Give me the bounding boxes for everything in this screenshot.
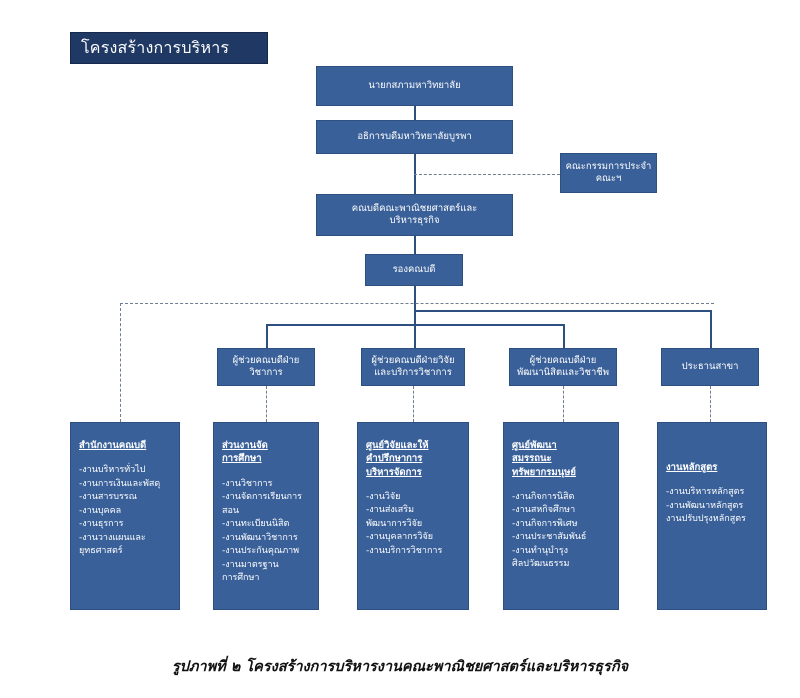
node-assistant-dean-student-label: ผู้ช่วยคณบดีฝ่าย พัฒนานิสิตและวิชาชีพ [516,355,609,378]
node-faculty-committee: คณะกรรมการประจำ คณะฯ [560,153,657,193]
connector-assistant-dean-bus [266,324,563,326]
panel-dean-office-items: -งานบริหารทั่วไป -งานการเงินและพัสดุ -งา… [79,465,161,557]
panel-research-center-title: ศูนย์วิจัยและให้ คำปรึกษาการ บริหารจัดกา… [366,440,429,478]
connector-dean-to-faculty-committee [414,174,560,175]
connector-dashed-backbone [120,303,714,304]
node-dean-label: คณบดีคณะพาณิชยศาสตร์และ บริหารธุรกิจ [351,203,478,226]
connector-drop-curriculum [710,386,711,422]
connector-vice-dean-stem [414,286,416,348]
panel-curriculum-work-items: -งานบริหารหลักสูตร -งานพัฒนาหลักสูตร งาน… [666,487,746,525]
node-assistant-dean-research-label: ผู้ช่วยคณบดีฝ่ายวิจัย และบริการวิชาการ [371,355,455,378]
node-assistant-dean-academic-label: ผู้ช่วยคณบดีฝ่าย วิชาการ [232,355,300,378]
panel-education-division-title: ส่วนงานจัด การศึกษา [222,440,268,465]
connector-bus-to-assistant-student [563,324,565,348]
panel-research-center: ศูนย์วิจัยและให้ คำปรึกษาการ บริหารจัดกา… [357,422,469,610]
node-department-chair-label: ประธานสาขา [681,361,739,373]
connector-bus-to-department-chair-vertical [710,310,712,348]
node-assistant-dean-student: ผู้ช่วยคณบดีฝ่าย พัฒนานิสิตและวิชาชีพ [509,348,617,386]
connector-council-to-president [414,106,416,120]
connector-dean-to-vice-dean [414,236,416,254]
node-department-chair: ประธานสาขา [661,348,759,386]
connector-bus-to-department-chair-horizontal [414,310,711,312]
connector-bus-to-assistant-academic [266,324,268,348]
node-dean: คณบดีคณะพาณิชยศาสตร์และ บริหารธุรกิจ [316,194,513,236]
panel-education-division-items: -งานวิชาการ -งานจัดการเรียนการ สอน -งานท… [222,478,302,584]
node-assistant-dean-research: ผู้ช่วยคณบดีฝ่ายวิจัย และบริการวิชาการ [361,348,465,386]
panel-curriculum-work: งานหลักสูตร -งานบริหารหลักสูตร -งานพัฒนา… [657,422,767,610]
panel-curriculum-work-title: งานหลักสูตร [666,462,718,473]
node-faculty-committee-label: คณะกรรมการประจำ คณะฯ [565,161,652,184]
node-council-president: นายกสภามหาวิทยาลัย [316,66,513,106]
node-assistant-dean-academic: ผู้ช่วยคณบดีฝ่าย วิชาการ [217,348,315,386]
panel-research-center-items: -งานวิจัย -งานส่งเสริม พัฒนาการวิจัย -งา… [366,491,443,556]
node-university-president: อธิการบดีมหาวิทยาลัยบูรพา [316,120,513,154]
node-vice-dean-label: รองคณบดี [392,264,436,276]
connector-drop-dean-office [120,303,121,422]
panel-hr-development-center-items: -งานกิจการนิสิต -งานสหกิจศึกษา -งานกิจกา… [512,491,587,570]
connector-drop-education-division [266,386,267,422]
node-university-president-label: อธิการบดีมหาวิทยาลัยบูรพา [357,131,472,143]
diagram-title-chip: โครงสร้างการบริหาร [70,32,268,64]
connector-drop-research-center [413,386,414,422]
figure-caption: รูปภาพที่ ๒ โครงสร้างการบริหารงานคณะพาณิ… [171,659,629,675]
panel-hr-development-center: ศูนย์พัฒนา สมรรถนะ ทรัพยากรมนุษย์ -งานกิ… [503,422,619,610]
node-council-president-label: นายกสภามหาวิทยาลัย [368,80,461,92]
node-vice-dean: รองคณบดี [365,254,463,286]
panel-dean-office: สำนักงานคณบดี -งานบริหารทั่วไป -งานการเง… [70,422,180,610]
diagram-title-label: โครงสร้างการบริหาร [81,37,230,57]
connector-drop-hr-center [563,386,564,422]
panel-dean-office-title: สำนักงานคณบดี [79,440,147,451]
panel-education-division: ส่วนงานจัด การศึกษา -งานวิชาการ -งานจัดก… [213,422,319,610]
panel-hr-development-center-title: ศูนย์พัฒนา สมรรถนะ ทรัพยากรมนุษย์ [512,440,576,478]
